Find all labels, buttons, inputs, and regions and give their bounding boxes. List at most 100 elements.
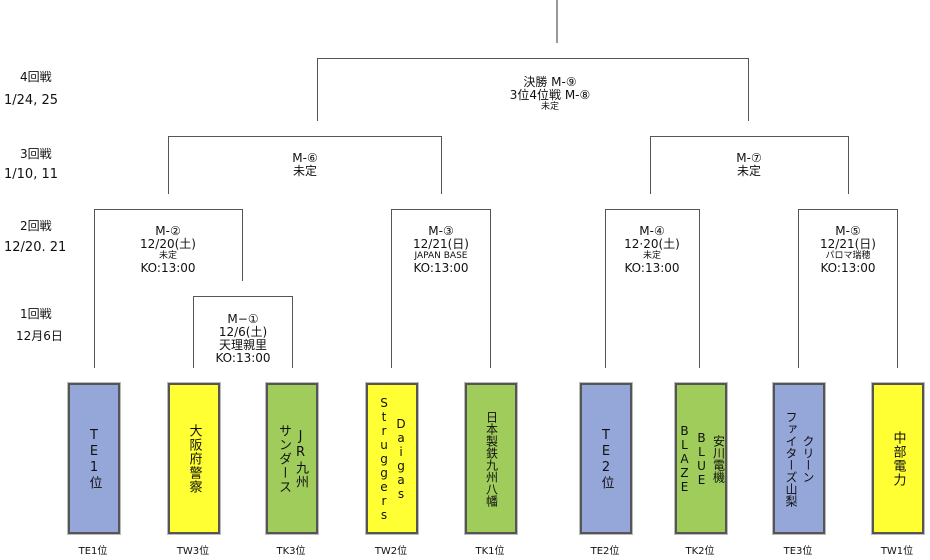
m1-r [292,296,293,368]
match-label: M-⑤ [835,224,861,238]
final-stem [556,0,558,43]
round-2-name: 2回戦 [20,219,52,233]
match-venue: 天理親里 [218,338,267,352]
semi-left-r [441,136,442,194]
team-name-column: Daigas [394,416,408,501]
match-label: M-⑦ [736,151,762,165]
match-venue: JAPAN BASE [414,251,468,261]
m4-info: M-④ 12·20(土) 未定 KO:13:00 [602,225,702,275]
round-2-date: 12/20. 21 [4,240,67,255]
team-name-column: 大阪府警察 [186,423,202,494]
match-kickoff: KO:13:00 [413,261,469,275]
team-name-column: JR九州 [293,428,308,489]
third-place-match: 3位4位戦 M-⑧ [509,88,591,102]
team-box-te1: TE1位 [68,383,120,534]
team-name-column: 安川電機 [711,434,726,483]
team-name-column: 中部電力 [890,430,906,487]
semi-left-l [168,136,169,194]
match-date: 12/20(土) [140,237,196,251]
semi-right-info: M-⑦ 未定 [699,152,799,178]
team-box-tk1: 日本製鉄九州八幡 [465,383,517,534]
final-top [317,58,749,59]
m4-l [605,209,606,368]
match-label: M−① [227,312,259,326]
m5-top [798,209,898,210]
m2-top [94,209,243,210]
match-label: M-③ [428,224,454,238]
match-label: M-⑥ [292,151,318,165]
m3-l [391,209,392,368]
team-seed-label: TK2位 [685,546,715,557]
team-seed-label: TK1位 [475,546,505,557]
m2-info: M-② 12/20(土) 未定 KO:13:00 [118,225,218,275]
team-box-tw1: 中部電力 [872,383,924,534]
match-kickoff: KO:13:00 [624,261,680,275]
team-seed-label: TW1位 [880,546,914,557]
match-label: M-② [155,224,181,238]
m5-l [798,209,799,368]
m4-r [699,209,700,368]
m3-info: M-③ 12/21(日) JAPAN BASE KO:13:00 [391,225,491,275]
m1-info: M−① 12/6(土) 天理親里 KO:13:00 [193,313,293,365]
semi-right-top [650,136,849,137]
round-3-date: 1/10, 11 [4,167,58,182]
semi-left-top [168,136,442,137]
match-date: 12/6(土) [218,325,268,339]
match-venue: 未定 [642,251,661,261]
match-kickoff: KO:13:00 [215,351,271,365]
semi-right-l [650,136,651,194]
round-3-name: 3回戦 [20,147,52,161]
team-name-column: サンダース [276,423,291,494]
team-name-column: TE2位 [598,427,614,490]
match-kickoff: KO:13:00 [140,261,196,275]
final-right [748,58,749,121]
team-seed-label: TW2位 [374,546,408,557]
round-1-date: 12月6日 [16,329,63,343]
m4-top [605,209,700,210]
match-venue: 未定 [292,164,317,178]
round-4-name: 4回戦 [20,70,52,84]
round-1-name: 1回戦 [20,307,52,321]
team-seed-label: TW3位 [176,546,210,557]
match-venue: パロマ瑞穂 [825,251,871,261]
team-box-te3: クリーン ファイターズ山梨 [773,383,825,534]
semi-left-info: M-⑥ 未定 [255,152,355,178]
m1-top [193,296,293,297]
m2-r [242,209,243,281]
team-name-column: BLUE [694,430,709,487]
match-label: M-④ [639,224,665,238]
match-venue: 未定 [158,251,177,261]
team-seed-label: TE1位 [78,546,108,557]
m1-l [193,296,194,368]
team-seed-label: TE3位 [783,546,813,557]
team-box-te2: TE2位 [580,383,632,534]
match-date: 12/21(日) [820,237,876,251]
m3-top [391,209,491,210]
semi-right-r [848,136,849,194]
team-box-tw3: 大阪府警察 [168,383,220,534]
m3-r [490,209,491,368]
team-box-tk2: 安川電機 BLUE BLAZE [675,383,727,534]
round-4-date: 1/24, 25 [4,93,58,108]
match-date: 12·20(土) [624,237,680,251]
final-match: 決勝 M-⑨ [523,75,577,89]
m2-l [94,209,95,368]
match-venue: 未定 [736,164,761,178]
team-name-column: ファイターズ山梨 [784,410,798,507]
team-name-column: クリーン [801,434,815,483]
match-date: 12/21(日) [413,237,469,251]
m5-info: M-⑤ 12/21(日) パロマ瑞穂 KO:13:00 [798,225,898,275]
team-box-tk3: JR九州 サンダース [266,383,318,534]
team-name-column: Struggers [377,395,391,522]
team-seed-label: TK3位 [276,546,306,557]
final-info: 決勝 M-⑨ 3位4位戦 M-⑧ 未定 [450,76,650,113]
team-name-column: BLAZE [677,423,692,494]
m5-r [897,209,898,368]
team-name-column: 日本製鉄九州八幡 [484,410,499,507]
match-kickoff: KO:13:00 [820,261,876,275]
final-left [317,58,318,121]
final-venue: 未定 [540,102,559,112]
team-name-column: TE1位 [86,427,102,490]
team-seed-label: TE2位 [590,546,620,557]
team-box-tw2: Daigas Struggers [366,383,418,534]
